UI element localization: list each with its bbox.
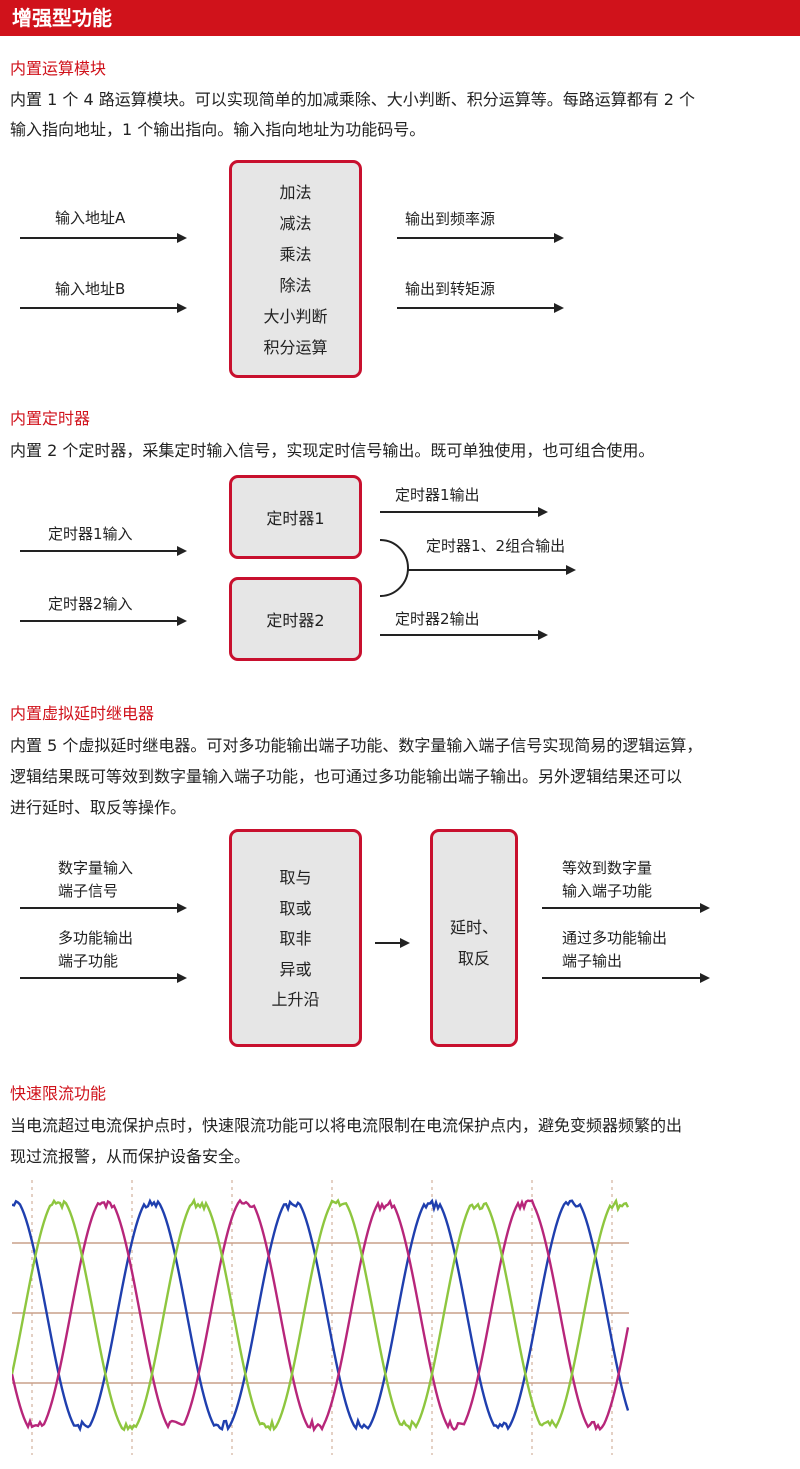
calc-output-freq-label: 输出到频率源 [405, 210, 496, 228]
calc-op: 大小判断 [263, 307, 328, 326]
logic-op: 取或 [279, 898, 312, 918]
relay-logic-box: 取与 取或 取非 异或 上升沿 [229, 829, 362, 1047]
relay-output2-label-line1: 通过多功能输出 [562, 929, 668, 947]
section-title-current-limit: 快速限流功能 [10, 1084, 107, 1103]
calc-input-a-arrow [20, 233, 187, 243]
timer-combined-output-arrow [408, 565, 576, 575]
calc-input-a-label: 输入地址A [55, 209, 126, 227]
calc-input-b-label: 输入地址B [55, 280, 126, 298]
calc-op: 加法 [279, 183, 312, 202]
section-title-relay: 内置虚拟延时继电器 [10, 704, 155, 723]
calc-input-b-arrow [20, 303, 187, 313]
section-relay-para-3: 进行延时、取反等操作。 [10, 798, 187, 817]
calc-output-freq-arrow [397, 233, 564, 243]
relay-output2-arrow [542, 973, 710, 983]
section-relay-para-2: 逻辑结果既可等效到数字量输入端子功能，也可通过多功能输出端子输出。另外逻辑结果还… [10, 767, 683, 786]
section-title-timer: 内置定时器 [10, 409, 91, 428]
calc-op: 减法 [279, 214, 312, 233]
waveform-curves [12, 1197, 629, 1433]
timer2-output-label: 定时器2输出 [395, 610, 480, 628]
calc-output-torque-label: 输出到转矩源 [405, 280, 496, 298]
relay-input1-label-line2: 端子信号 [58, 882, 119, 900]
relay-delay-text: 延时、 取反 [433, 912, 515, 974]
relay-input2-label-line1: 多功能输出 [58, 929, 134, 947]
calc-op: 积分运算 [263, 338, 328, 357]
calc-module-box: 加法 减法 乘法 除法 大小判断 积分运算 [229, 160, 362, 378]
timer-combine-bracket [379, 539, 409, 597]
section-current-limit-para-2: 现过流报警，从而保护设备安全。 [10, 1147, 251, 1166]
timer-combined-output-label: 定时器1、2组合输出 [426, 537, 566, 555]
current-waveform-image [12, 1180, 629, 1455]
timer1-output-label: 定时器1输出 [395, 486, 480, 504]
section-title-calc: 内置运算模块 [10, 59, 107, 78]
timer2-label: 定时器2 [266, 611, 325, 630]
section-calc-para-1: 内置 1 个 4 路运算模块。可以实现简单的加减乘除、大小判断、积分运算等。每路… [10, 90, 696, 109]
calc-op: 除法 [279, 276, 312, 295]
calc-ops-list: 加法 减法 乘法 除法 大小判断 积分运算 [232, 177, 359, 363]
section-calc-para-2: 输入指向地址，1 个输出指向。输入指向地址为功能码号。 [10, 120, 426, 139]
timer1-input-arrow [20, 546, 187, 556]
timer1-box: 定时器1 [229, 475, 362, 559]
relay-delay-box: 延时、 取反 [430, 829, 518, 1047]
page-title: 增强型功能 [12, 6, 112, 30]
relay-input2-label-line2: 端子功能 [58, 952, 119, 970]
timer1-output-arrow [380, 507, 548, 517]
section-relay-para-1: 内置 5 个虚拟延时继电器。可对多功能输出端子功能、数字量输入端子信号实现简易的… [10, 736, 703, 755]
relay-mid-arrow [375, 938, 410, 948]
section-timer-para: 内置 2 个定时器，采集定时输入信号，实现定时信号输出。既可单独使用，也可组合使… [10, 441, 655, 460]
timer2-output-arrow [380, 630, 548, 640]
header-bar: 增强型功能 [0, 0, 800, 36]
delay-line: 取反 [457, 949, 490, 968]
timer2-input-arrow [20, 616, 187, 626]
logic-op: 上升沿 [271, 990, 320, 1009]
relay-input1-label-line1: 数字量输入 [58, 859, 134, 877]
relay-output1-arrow [542, 903, 710, 913]
delay-line: 延时、 [449, 918, 498, 937]
relay-output1-label-line2: 输入端子功能 [562, 882, 653, 900]
relay-input2-arrow [20, 973, 187, 983]
logic-op: 取非 [279, 929, 312, 948]
relay-input1-arrow [20, 903, 187, 913]
relay-output1-label-line1: 等效到数字量 [562, 859, 653, 877]
timer2-box: 定时器2 [229, 577, 362, 661]
phase-b-curve [12, 1198, 629, 1433]
relay-output2-label-line2: 端子输出 [562, 952, 623, 970]
timer1-input-label: 定时器1输入 [48, 525, 133, 543]
timer1-label: 定时器1 [266, 509, 325, 528]
phase-c-curve [12, 1197, 629, 1432]
logic-op: 取与 [279, 868, 312, 887]
timer2-input-label: 定时器2输入 [48, 595, 133, 613]
calc-output-torque-arrow [397, 303, 564, 313]
calc-op: 乘法 [279, 245, 312, 264]
logic-op: 异或 [279, 959, 312, 979]
section-current-limit-para-1: 当电流超过电流保护点时，快速限流功能可以将电流限制在电流保护点内，避免变频器频繁… [10, 1116, 683, 1135]
relay-logic-list: 取与 取或 取非 异或 上升沿 [232, 863, 359, 1016]
